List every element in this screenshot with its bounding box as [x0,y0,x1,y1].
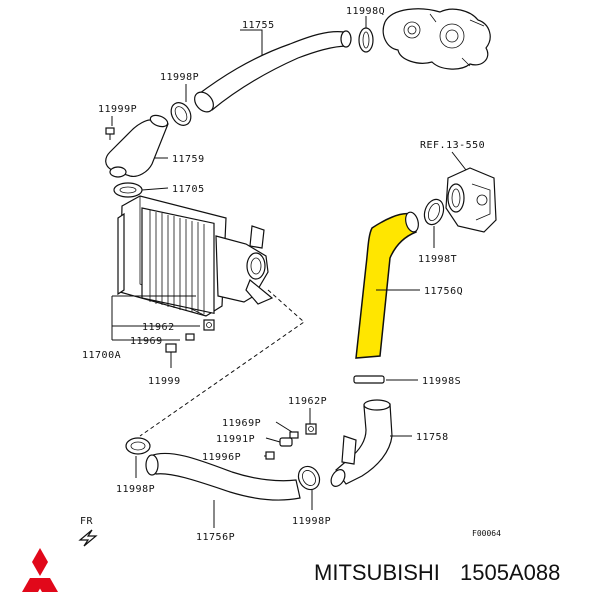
clamp-11998t [423,198,445,226]
clamp-11998p-upper [170,102,192,126]
bolt-11999 [165,343,177,368]
label-11969p: 11969P [222,418,261,429]
pipe-11758 [330,399,393,487]
clamp-11998p-lower-left [125,437,151,455]
label-11962: 11962 [142,322,175,333]
label-11969: 11969 [130,336,163,347]
label-11999p: 11999P [98,104,137,115]
label-11700a: 11700A [82,350,121,361]
throttle-body [445,167,497,233]
clamp-11998p-lower-right [297,465,321,491]
bolt-11996p [265,451,275,460]
label-11962p: 11962P [288,396,327,407]
label-11998p-bottom-right: 11998P [292,516,331,527]
label-11996p: 11996P [202,452,241,463]
label-11999: 11999 [148,376,181,387]
bolt-11969 [185,333,195,341]
bolt-11999p [105,127,115,140]
front-arrow [78,529,98,547]
bolt-11969p [289,431,299,439]
logo-diamond-right [34,578,58,592]
label-ref: REF.13-550 [420,140,485,151]
hose-11756q-body [355,212,417,359]
part-number: 1505A088 [460,560,560,585]
label-11998s: 11998S [422,376,461,387]
mitsubishi-logo [22,548,58,592]
pipe-11759 [105,114,169,178]
intercooler-11700a [117,195,274,317]
label-11759: 11759 [172,154,205,165]
label-fr: FR [80,516,94,527]
hose-11755 [194,30,352,113]
hose-11756q-highlighted [355,211,419,359]
label-11755: 11755 [242,20,275,31]
label-11998q: 11998Q [346,6,385,17]
spacer-11991p [279,437,293,447]
gasket-11705 [113,182,143,198]
label-11991p: 11991P [216,434,255,445]
sleeve-11998s [353,375,385,384]
label-11998p-bottom-left: 11998P [116,484,155,495]
leader-lines [111,16,467,528]
label-11756q: 11756Q [424,286,463,297]
part-labels: 11755 11998Q 11998P 11999P 11759 11705 R… [80,6,501,543]
turbocharger [382,8,491,70]
label-11758: 11758 [416,432,449,443]
label-11998t: 11998T [418,254,457,265]
figure-code: F00064 [472,529,501,538]
label-11705: 11705 [172,184,205,195]
brand-name: MITSUBISHI [314,560,440,585]
hose-11756p [145,452,301,501]
logo-diamond-top [32,548,48,576]
clamp-11998q [358,27,374,53]
bolt-11962p [305,423,317,435]
label-11998p-top: 11998P [160,72,199,83]
label-11756p: 11756P [196,532,235,543]
brand-caption: MITSUBISHI 1505A088 [314,560,560,585]
bolt-11962 [203,319,215,331]
